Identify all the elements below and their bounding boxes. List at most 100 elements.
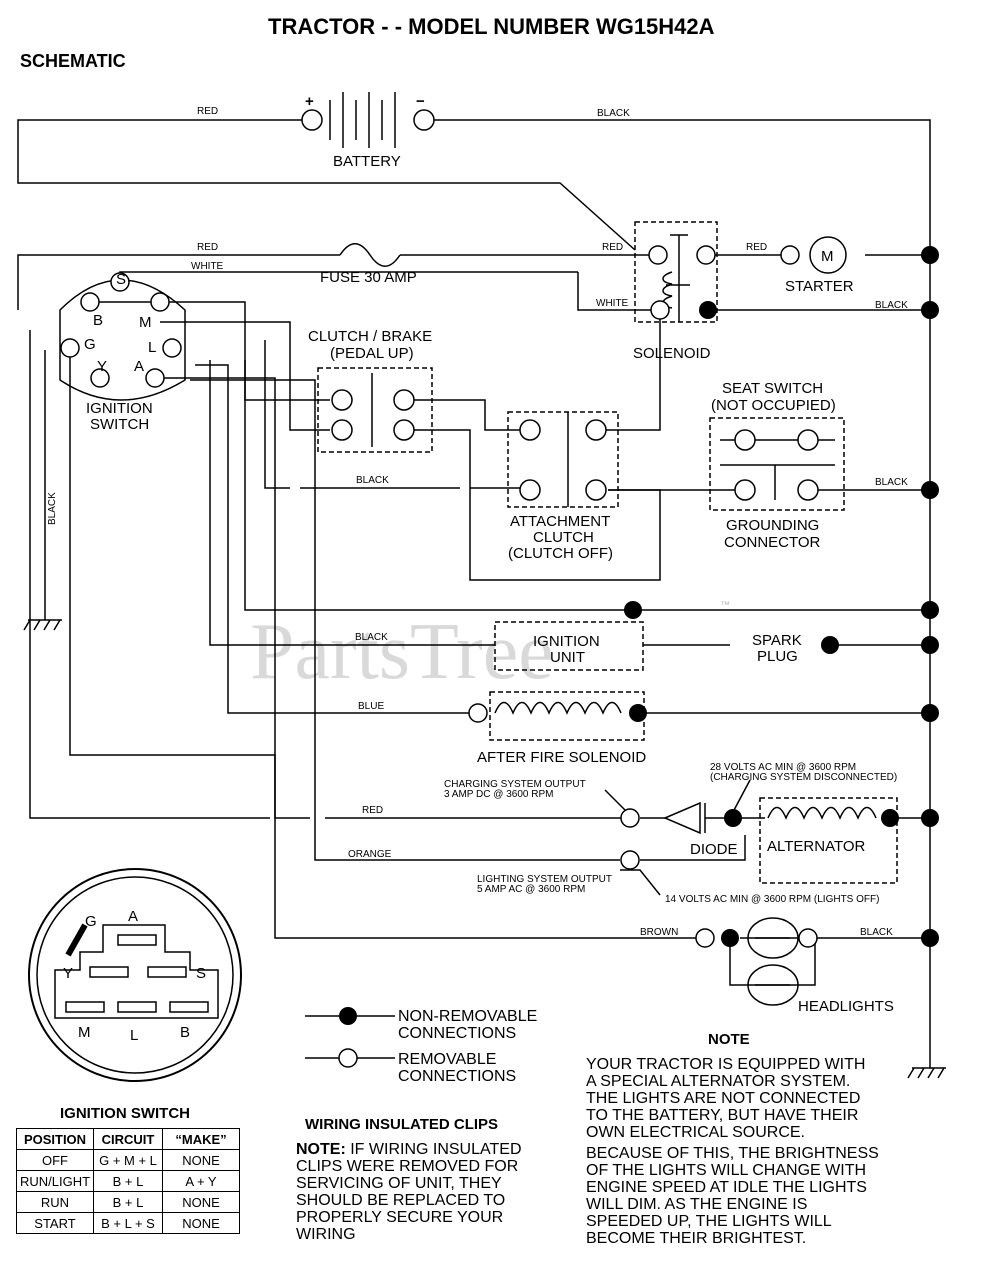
section-title: SCHEMATIC [20,51,126,71]
svg-text:OF THE LIGHTS WILL CHANGE WITH: OF THE LIGHTS WILL CHANGE WITH [586,1162,866,1179]
fuse-label: FUSE 30 AMP [320,269,417,286]
wire-red-left [29,330,270,819]
svg-text:BLACK: BLACK [860,927,893,938]
attachment-label-1: ATTACHMENT [510,513,610,530]
svg-text:PROPERLY SECURE YOUR: PROPERLY SECURE YOUR [296,1209,503,1226]
table-cell: RUN [16,1191,94,1213]
svg-text:CLIPS WERE REMOVED FOR: CLIPS WERE REMOVED FOR [296,1158,518,1175]
grounding-label-1: GROUNDING [726,517,819,534]
headlight-filaments [755,937,790,986]
annotations: 28 VOLTS AC MIN @ 3600 RPM (CHARGING SYS… [444,762,897,905]
wire-black-attachment [264,340,530,489]
svg-text:Y: Y [63,965,73,982]
svg-text:NOTE: IF WIRING INSULATED: NOTE: IF WIRING INSULATED [296,1141,522,1158]
wire-red-battery [17,119,636,251]
seat-switch-box [709,417,845,511]
svg-text:3 AMP DC @ 3600 RPM: 3 AMP DC @ 3600 RPM [444,789,553,800]
svg-text:REMOVABLE: REMOVABLE [398,1051,496,1068]
svg-text:NON-REMOVABLE: NON-REMOVABLE [398,1008,537,1025]
svg-text:28 VOLTS AC MIN @ 3600 RPM: 28 VOLTS AC MIN @ 3600 RPM [710,762,856,773]
svg-text:S: S [116,271,126,288]
svg-text:OWN ELECTRICAL SOURCE.: OWN ELECTRICAL SOURCE. [586,1124,805,1141]
svg-text:B: B [93,312,103,329]
svg-text:A: A [128,908,138,925]
svg-text:RED: RED [197,106,218,117]
svg-text:THE LIGHTS ARE NOT CONNECTED: THE LIGHTS ARE NOT CONNECTED [586,1090,860,1107]
clutch-brake-label-2: (PEDAL UP) [330,345,414,362]
svg-text:SHOULD BE REPLACED TO: SHOULD BE REPLACED TO [296,1192,505,1209]
svg-text:A: A [134,358,144,375]
svg-text:BLACK: BLACK [356,475,389,486]
wire-red-fuse [17,254,340,310]
table-header: “MAKE” [162,1128,240,1150]
attachment-label-2: CLUTCH [533,529,594,546]
pin-B [169,1001,209,1013]
starter-motor [809,236,847,274]
ground-right [907,1060,946,1079]
pin-M [65,1001,105,1013]
svg-text:BLUE: BLUE [358,701,384,712]
watermark: PartsTree [250,608,554,696]
clutch-brake-box [317,367,433,453]
svg-text:M: M [139,314,152,331]
svg-text:L: L [130,1027,138,1044]
after-fire-label: AFTER FIRE SOLENOID [477,749,646,766]
svg-text:WILL DIM. AS THE ENGINE IS: WILL DIM. AS THE ENGINE IS [586,1196,807,1213]
ignition-switch-label-2: SWITCH [90,416,149,433]
table-cell: NONE [162,1149,240,1171]
legend-removable-symbol [338,1048,358,1068]
battery-plus: + [305,93,314,110]
alternator-note: NOTE YOUR TRACTOR IS EQUIPPED WITH A SPE… [586,1031,879,1247]
spark-plug-label-1: SPARK [752,632,802,649]
connector-outer [28,868,242,1082]
attachment-clutch-box [507,411,619,508]
clutch-brake-label-1: CLUTCH / BRAKE [308,328,432,345]
battery-neg-terminal [413,109,435,131]
svg-text:14 VOLTS AC MIN @ 3600 RPM: 14 VOLTS AC MIN @ 3600 RPM (LIGHTS OFF) [665,894,879,905]
grounding-label-2: CONNECTOR [724,534,821,551]
table-cell: B + L [93,1191,163,1213]
after-fire-box [489,691,645,741]
svg-text:TO THE BATTERY, BUT HAVE THEI: TO THE BATTERY, BUT HAVE THEIR [586,1107,858,1124]
ignition-table-title: IGNITION SWITCH [60,1105,190,1122]
svg-text:BECAUSE OF THIS, THE BRIGHTNES: BECAUSE OF THIS, THE BRIGHTNESS [586,1145,879,1162]
svg-text:BLACK: BLACK [597,108,630,119]
table-cell: G + M + L [93,1149,163,1171]
svg-text:NOTE: NOTE [708,1031,750,1048]
pin-S [147,966,187,978]
headlight-2 [747,964,799,1006]
table-header-row: POSITION CIRCUIT “MAKE” [16,1128,240,1150]
attachment-label-3: (CLUTCH OFF) [508,545,613,562]
wire-black-ignition-unit [209,360,495,646]
svg-text:BECOME THEIR BRIGHTEST.: BECOME THEIR BRIGHTEST. [586,1230,806,1247]
svg-text:L: L [148,339,156,356]
wire-clutch-bottom [160,321,330,431]
svg-text:ENGINE SPEED AT IDLE THE LIG: ENGINE SPEED AT IDLE THE LIGHTS [586,1179,867,1196]
table-header: CIRCUIT [93,1128,163,1150]
pin-Y [89,966,129,978]
headlights-label: HEADLIGHTS [798,998,894,1015]
pin-L [117,1001,157,1013]
connector-inner [36,876,234,1074]
svg-text:WHITE: WHITE [191,261,224,272]
svg-text:(CHARGING SYSTEM DISCONNECTED): (CHARGING SYSTEM DISCONNECTED) [710,772,897,783]
afterfire-coil [494,701,622,715]
svg-text:SERVICING OF UNIT, THEY: SERVICING OF UNIT, THEY [296,1175,502,1192]
table-cell: B + L + S [93,1212,163,1234]
table-cell: NONE [162,1212,240,1234]
svg-text:YOUR TRACTOR IS EQUIPPED WITH: YOUR TRACTOR IS EQUIPPED WITH [586,1056,865,1073]
svg-text:RED: RED [197,242,218,253]
svg-text:BLACK: BLACK [355,632,388,643]
wire-orange [190,379,620,861]
legend-nonremovable-symbol [339,1007,357,1025]
battery-minus: − [416,93,425,110]
svg-text:BLACK: BLACK [875,477,908,488]
page-title: TRACTOR - - MODEL NUMBER WG15H42A [268,14,715,39]
ignition-unit-label-2: UNIT [550,649,585,666]
fuse-symbol [339,243,401,267]
svg-text:WIRING INSULATED CLIPS: WIRING INSULATED CLIPS [305,1116,498,1133]
table-row: OFF G + M + L NONE [16,1149,240,1171]
alternator-label: ALTERNATOR [767,838,866,855]
alternator-coil [767,806,877,820]
